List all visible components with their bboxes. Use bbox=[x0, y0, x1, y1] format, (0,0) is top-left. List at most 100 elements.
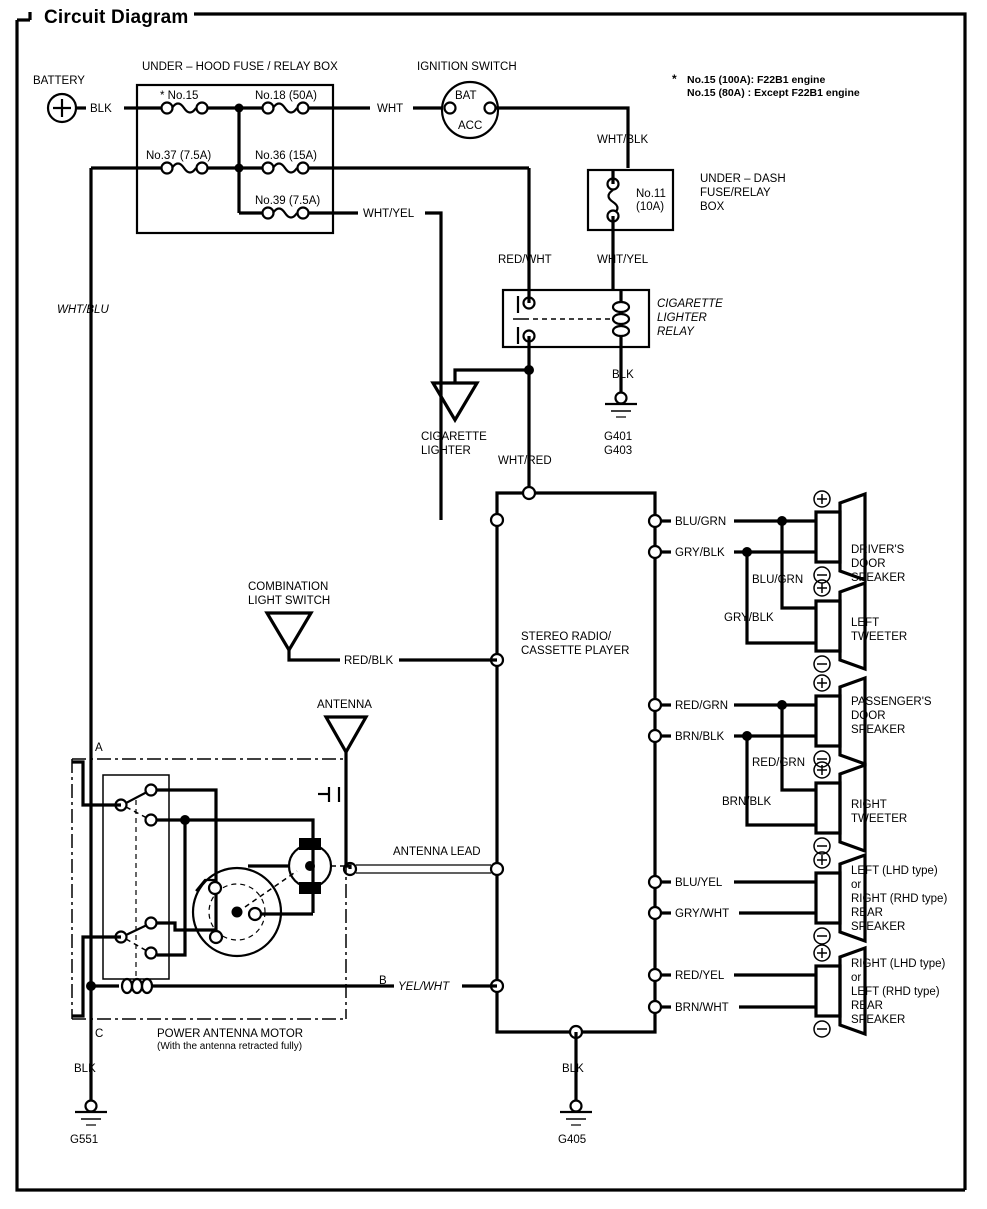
speaker-plus-terminal bbox=[813, 944, 831, 962]
speaker-name-line3: SPEAKER bbox=[851, 572, 905, 584]
speaker-plus-terminal bbox=[813, 490, 831, 508]
antenna-motor-shaft bbox=[305, 861, 315, 871]
combination-switch-symbol bbox=[264, 611, 314, 654]
relay-coil-turn bbox=[611, 300, 631, 314]
engine-notes: * No.15 (100A): F22B1 engine No.15 (80A)… bbox=[672, 72, 860, 99]
speaker-plus-icon bbox=[817, 765, 827, 775]
combination-light-switch: COMBINATION LIGHT SWITCH RED/BLK bbox=[248, 581, 497, 667]
fuse-label-no36: No.36 (15A) bbox=[255, 150, 317, 162]
radio-connector-blu-grn bbox=[647, 513, 663, 529]
speaker-name-line2: DOOR bbox=[851, 710, 886, 722]
speaker-group-right-rear: RED/YEL BRN/WHT RIGHT (LHD type) or LEFT… bbox=[647, 944, 946, 1038]
antenna-symbol bbox=[323, 715, 369, 756]
limit-switch-contact-2 bbox=[208, 929, 224, 945]
radio-connector-brn-blk bbox=[647, 728, 663, 744]
radio-connector-red-grn bbox=[647, 697, 663, 713]
ground-terminal bbox=[84, 1099, 98, 1113]
fuse-no18-element bbox=[272, 102, 298, 114]
antenna: ANTENNA bbox=[317, 699, 372, 869]
ignition-label-acc: ACC bbox=[458, 120, 482, 132]
radio-connector-red-yel bbox=[647, 967, 663, 983]
radio-connector-gry-blk bbox=[647, 544, 663, 560]
speaker-name-line2: DOOR bbox=[851, 558, 886, 570]
ignition-acc-output-wire bbox=[496, 106, 630, 168]
ground-g405: G405 bbox=[558, 1099, 592, 1146]
speaker-cone bbox=[838, 491, 867, 583]
fuse-no11-element bbox=[607, 189, 619, 215]
speaker-minus-terminal bbox=[813, 927, 831, 945]
ground-g401-g403: G401 G403 bbox=[604, 391, 637, 457]
antenna-motor-brush-bottom bbox=[299, 882, 321, 894]
motor-switch-nc-upper bbox=[144, 813, 158, 827]
limit-switch-cam-link bbox=[244, 870, 298, 908]
speaker-plus-icon bbox=[817, 678, 827, 688]
fuse-terminal bbox=[160, 101, 174, 115]
lighter-branch-wire bbox=[453, 368, 529, 383]
ignition-label-bat: BAT bbox=[455, 90, 477, 102]
speaker-name-line2: TWEETER bbox=[851, 631, 907, 643]
antenna-label: ANTENNA bbox=[317, 699, 372, 711]
motor-switch-no-upper bbox=[144, 783, 158, 797]
limit-switch-contact-1 bbox=[207, 880, 223, 896]
tweeter-wire-label-neg: GRY/BLK bbox=[724, 612, 774, 624]
power-antenna-motor: A B C YEL/WHT bbox=[71, 742, 497, 1052]
tweeter-wire-label-pos: RED/GRN bbox=[752, 757, 805, 769]
speaker-plus-icon bbox=[817, 948, 827, 958]
under-dash-title-line2: FUSE/RELAY bbox=[700, 187, 771, 199]
motor-terminal-b: B bbox=[379, 975, 387, 987]
motor-coil-turn bbox=[120, 977, 134, 995]
ignition-switch-body bbox=[440, 80, 500, 140]
wire-label-wht-yel-fusebox: WHT/YEL bbox=[363, 208, 415, 220]
under-dash-title-line1: UNDER – DASH bbox=[700, 173, 786, 185]
speaker-name-line3: SPEAKER bbox=[851, 724, 905, 736]
fuse-terminal bbox=[261, 161, 275, 175]
speaker-name-line1: LEFT bbox=[851, 617, 879, 629]
speaker-body bbox=[814, 781, 842, 835]
radio-title-line1: STEREO RADIO/ bbox=[521, 631, 612, 643]
fuse-no37-element bbox=[171, 162, 197, 174]
limit-switch-center bbox=[231, 906, 243, 918]
stereo-radio-cassette-player: STEREO RADIO/ CASSETTE PLAYER WHT/RED BL… bbox=[489, 455, 657, 1100]
wire-label-brn-wht: BRN/WHT bbox=[675, 1002, 729, 1014]
speaker-body bbox=[814, 694, 842, 748]
tweeter-wire-label-pos: BLU/GRN bbox=[752, 574, 803, 586]
ground-label-g405: G405 bbox=[558, 1134, 586, 1146]
under-hood-fuse-relay-box: UNDER – HOOD FUSE / RELAY BOX * No.15 No… bbox=[91, 61, 529, 520]
relay-coil-turn bbox=[611, 312, 631, 326]
fuse-no39-element bbox=[272, 207, 298, 219]
relay-title-line3: RELAY bbox=[657, 326, 695, 338]
limit-switch-inner-dashed bbox=[208, 883, 266, 941]
note-line-1: No.15 (100A): F22B1 engine bbox=[687, 74, 825, 86]
radio-title-line2: CASSETTE PLAYER bbox=[521, 645, 629, 657]
radio-connector-antenna-lead bbox=[489, 861, 505, 877]
speaker-minus-terminal bbox=[813, 1020, 831, 1038]
speaker-group-left-tweeter: BLU/GRN GRY/BLK LEFT TWEETER bbox=[724, 521, 907, 673]
speaker-name-line2: or bbox=[851, 972, 861, 984]
antenna-motor-brush-top bbox=[299, 838, 321, 850]
combination-switch-lead bbox=[287, 650, 340, 662]
ignition-terminal-bat bbox=[443, 101, 457, 115]
under-dash-box-outline bbox=[586, 168, 675, 232]
speaker-cone bbox=[838, 852, 867, 944]
wire-label-blu-grn: BLU/GRN bbox=[675, 516, 726, 528]
ground-label-g551: G551 bbox=[70, 1134, 98, 1146]
speaker-minus-terminal bbox=[813, 837, 831, 855]
brn-blk-tweeter-wire bbox=[745, 736, 816, 827]
fuse-label-no15: * No.15 bbox=[160, 90, 198, 102]
wire-label-blk-g551: BLK bbox=[74, 1063, 96, 1075]
motor-title-line1: POWER ANTENNA MOTOR bbox=[157, 1028, 303, 1040]
fuse-terminal bbox=[296, 101, 310, 115]
speaker-name-line1: LEFT (LHD type) bbox=[851, 865, 938, 877]
speaker-plus-terminal bbox=[813, 674, 831, 692]
wire-label-gry-blk: GRY/BLK bbox=[675, 547, 725, 559]
battery-plus-icon bbox=[53, 99, 71, 117]
fuse-label-no37: No.37 (7.5A) bbox=[146, 150, 211, 162]
speaker-group-drivers-door: BLU/GRN GRY/BLK DRIVER'S DOOR SPEAKER bbox=[647, 490, 905, 584]
speaker-plus-terminal bbox=[813, 851, 831, 869]
fuse-terminal bbox=[160, 161, 174, 175]
motor-wire-path-1 bbox=[157, 788, 218, 932]
speaker-group-right-tweeter: RED/GRN BRN/BLK RIGHT TWEETER bbox=[722, 705, 907, 855]
wire-label-blk-radio: BLK bbox=[562, 1063, 584, 1075]
motor-switch-no-lower bbox=[144, 916, 158, 930]
